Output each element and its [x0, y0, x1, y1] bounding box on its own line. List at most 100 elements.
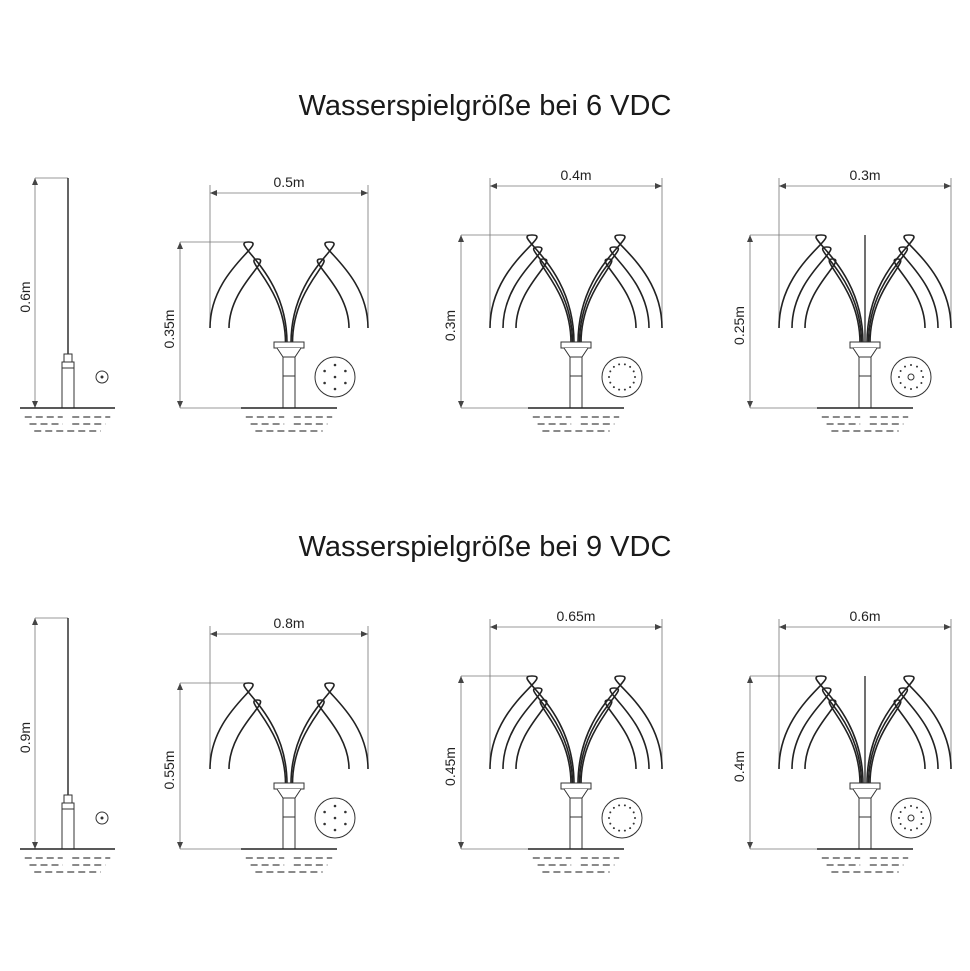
nozzle-cap	[63, 794, 73, 804]
water-arch	[502, 246, 574, 344]
water-arch	[866, 675, 952, 785]
width-label: 0.65m	[557, 608, 596, 624]
nozzle-hole-dot	[916, 365, 918, 368]
nozzle-plate-top-view	[601, 356, 643, 398]
water-arch	[577, 675, 663, 785]
nozzle-hole-dot	[904, 827, 906, 830]
nozzle-hole-dot	[608, 376, 610, 378]
nozzle-stem	[858, 356, 872, 409]
nozzle-hole-dot	[333, 363, 337, 367]
section-title: Wasserspielgröße bei 9 VDC	[299, 531, 672, 563]
nozzle-hole-dot	[920, 382, 923, 384]
water-arch	[804, 699, 861, 785]
nozzle-cone	[276, 347, 302, 358]
nozzle-hole-dot	[333, 816, 337, 820]
height-label: 0.35m	[161, 310, 177, 349]
nozzle-hole-dot	[612, 365, 615, 368]
nozzle-hole-dot	[916, 806, 918, 809]
nozzle-hole-dot	[920, 811, 923, 813]
nozzle-hole-dot	[899, 382, 902, 384]
water-arch	[209, 241, 288, 344]
nozzle-stem	[569, 797, 583, 850]
height-label: 0.3m	[442, 310, 458, 341]
dimension-arrowhead	[490, 624, 497, 630]
nozzle-hole-dot	[333, 375, 337, 379]
nozzle-hole-dot	[100, 375, 104, 379]
width-label: 0.6m	[849, 608, 880, 624]
water-arch	[515, 699, 572, 785]
nozzle-stem	[282, 356, 296, 409]
nozzle-hole-dot	[629, 827, 632, 830]
water-arch	[290, 241, 369, 344]
nozzle-center-hole	[907, 814, 915, 822]
nozzle-stem	[282, 797, 296, 850]
dimension-arrowhead	[747, 401, 753, 408]
nozzle-hole-dot	[344, 822, 347, 826]
dimension-arrowhead	[177, 842, 183, 849]
dimension-arrowhead	[177, 401, 183, 408]
water-arch	[228, 699, 287, 785]
nozzle-cone	[852, 788, 878, 799]
dimension-arrowhead	[32, 178, 38, 185]
dimension-arrowhead	[747, 235, 753, 242]
water-arch	[209, 682, 288, 785]
fountain-nozzle-2: 0.4m0.3m	[442, 167, 663, 432]
nozzle-hole-dot	[608, 817, 610, 819]
nozzle-hole-dot	[898, 376, 900, 378]
nozzle-hole-dot	[100, 816, 104, 820]
water-arch	[867, 687, 939, 785]
water-arch	[867, 246, 939, 344]
nozzle-hole-dot	[623, 804, 626, 807]
nozzle-hole-dot	[323, 822, 326, 826]
water-arch	[869, 699, 926, 785]
fountain-nozzle-1: 0.5m0.35m	[161, 174, 369, 432]
dimension-arrowhead	[779, 624, 786, 630]
water-arch	[778, 675, 864, 785]
water-arch	[791, 246, 863, 344]
nozzle-hole-dot	[634, 376, 636, 378]
dimension-arrowhead	[361, 190, 368, 196]
dimension-arrowhead	[655, 183, 662, 189]
nozzle-cap	[273, 782, 305, 790]
nozzle-hole-dot	[922, 376, 924, 378]
nozzle-cap	[273, 341, 305, 349]
nozzle-hole-dot	[612, 806, 615, 809]
nozzle-hole-dot	[899, 823, 902, 825]
height-label: 0.9m	[17, 722, 33, 753]
nozzle-hole-dot	[634, 817, 636, 819]
nozzle-hole-dot	[344, 369, 347, 373]
water-arch	[791, 687, 863, 785]
nozzle-hole-dot	[629, 386, 632, 389]
dimension-arrowhead	[210, 190, 217, 196]
water-arch	[290, 682, 369, 785]
nozzle-hole-dot	[612, 386, 615, 389]
dimension-arrowhead	[458, 401, 464, 408]
dimension-arrowhead	[747, 676, 753, 683]
dimension-arrowhead	[490, 183, 497, 189]
nozzle-hole-dot	[344, 381, 347, 385]
nozzle-hole-dot	[632, 381, 635, 384]
nozzle-hole-dot	[899, 370, 902, 372]
water-arch	[489, 234, 575, 344]
dimension-arrowhead	[458, 842, 464, 849]
water-arch	[515, 258, 572, 344]
nozzle-hole-dot	[922, 817, 924, 819]
dimension-arrowhead	[32, 618, 38, 625]
nozzle-hole-dot	[333, 804, 337, 808]
fountain-nozzle-3: 0.3m0.25m	[731, 167, 952, 432]
nozzle-hole-dot	[904, 365, 906, 368]
nozzle-stem	[858, 797, 872, 850]
fountain-nozzle-1: 0.8m0.55m	[161, 615, 369, 873]
dimension-arrowhead	[361, 631, 368, 637]
nozzle-center-hole	[907, 373, 915, 381]
nozzle-hole-dot	[632, 822, 635, 825]
nozzle-hole-dot	[618, 388, 621, 391]
width-label: 0.8m	[273, 615, 304, 631]
dimension-arrowhead	[177, 242, 183, 249]
dimension-arrowhead	[944, 183, 951, 189]
nozzle-hole-dot	[609, 811, 612, 814]
nozzle-hole-dot	[609, 381, 612, 384]
height-label: 0.6m	[17, 281, 33, 312]
water-arch	[291, 258, 350, 344]
